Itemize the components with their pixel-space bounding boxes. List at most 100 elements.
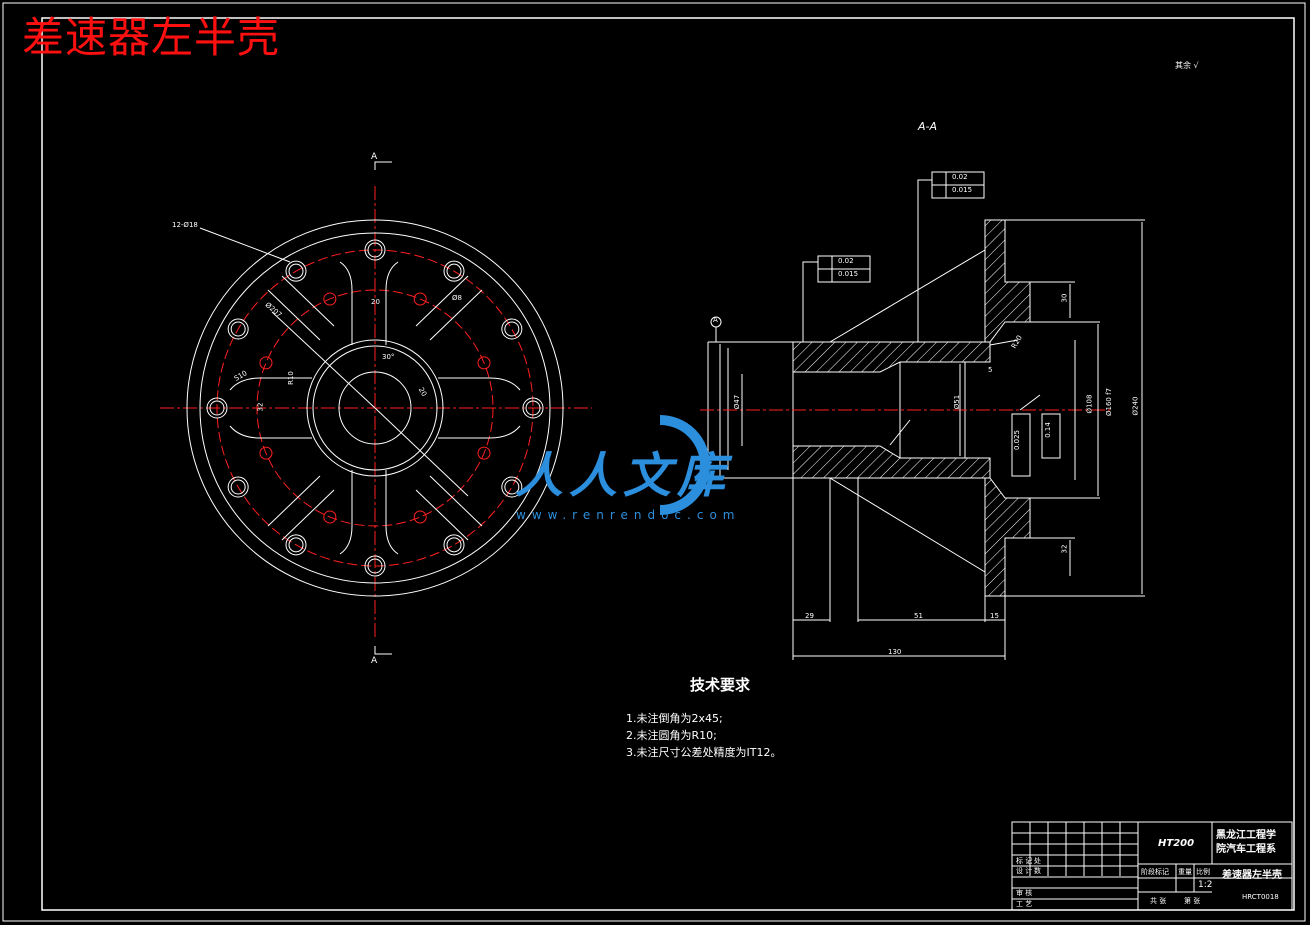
tb-c9: 第 张 [1184,897,1201,905]
tech-req-item: 2.未注圆角为R10; [626,729,717,742]
bolt-hole [367,558,383,574]
dim-a30: 30° [382,353,395,361]
watermark-url: www.renrendoc.com [516,508,741,522]
dim-w20: 20 [371,298,380,306]
small-hole [413,510,427,524]
dim-d51: Ø51 [953,394,962,410]
hub-outer [306,339,444,477]
dim-30: 30 [1060,293,1069,303]
tb-c3: 审 核 [1016,889,1033,897]
dim-r10: R10 [286,371,295,385]
bolt-hole [288,537,304,553]
section-view [700,171,1145,660]
small-hole [477,446,491,460]
tol-2: 0.015 [838,270,859,278]
dim-130: 130 [888,648,902,656]
tb-c8: 共 张 [1150,897,1167,905]
tech-req-list: 1.未注倒角为2x45; 2.未注圆角为R10; 3.未注尺寸公差处精度为IT1… [626,710,781,761]
small-hole [259,446,273,460]
tb-code: HRCT0018 [1242,893,1279,901]
bolt-hole [446,537,462,553]
tech-req-item: 3.未注尺寸公差处精度为IT12。 [626,746,782,759]
tb-c4: 工 艺 [1016,900,1033,908]
flange-inner-circle [199,232,551,584]
tol-4: 0.015 [952,186,973,194]
small-holes [259,292,491,524]
bolt-hole [501,476,523,498]
tech-req-title: 技术要求 [690,676,751,694]
inner-frame [41,17,1295,911]
small-hole [259,356,273,370]
bolt-hole [446,263,462,279]
tol-1: 0.02 [838,257,854,265]
tb-school2: 院汽车工程系 [1216,844,1276,855]
front-view [160,161,592,655]
tb-c11: 数 [1034,867,1041,875]
bolt-hole [227,476,249,498]
dim-d8: Ø8 [452,294,462,302]
tb-c5: 阶段标记 [1141,868,1169,876]
outer-flange-circle [186,219,564,597]
datum-label: A [713,316,718,324]
bolt-holes [206,239,544,577]
dim-d47: Ø47 [733,394,742,410]
small-hole [323,510,337,524]
small-hole [323,292,337,306]
hub-ring [312,345,438,471]
tb-part: 差速器左半壳 [1222,870,1282,881]
cut-mark-bottom: A [371,656,378,666]
dim-5: 5 [988,366,993,374]
bolt-hole [504,321,520,337]
dim-32: 32 [1060,544,1069,554]
tol-a: 0.025 [1013,429,1022,451]
bolt-hole [230,479,246,495]
small-hole [477,356,491,370]
watermark-text: 人人文库 [515,448,732,504]
cut-mark-top: A [371,152,378,162]
tb-c10: 处 [1034,857,1041,865]
dim-holes: 12-Ø18 [172,221,198,229]
bolt-hole [285,260,307,282]
dim-51: 51 [914,612,923,620]
bolt-pcd [216,249,534,567]
tb-c6: 重量 [1178,868,1192,876]
tol-b: 0.14 [1043,422,1052,438]
tb-c2: 设 计 [1016,867,1033,875]
bolt-hole [443,534,465,556]
bolt-hole [227,318,249,340]
dim-15: 15 [990,612,999,620]
dim-d240: Ø240 [1131,396,1140,416]
bolt-hole [206,397,228,419]
tb-material: HT200 [1158,838,1195,849]
drawing-title: 差速器左半壳 [22,13,281,62]
bolt-hole [285,534,307,556]
tb-c7: 比例 [1196,868,1210,876]
title-block [1011,821,1293,911]
bolt-hole [364,239,386,261]
tol-3: 0.02 [952,173,968,181]
tb-scale: 1:2 [1198,880,1213,890]
tech-req-item: 1.未注倒角为2x45; [626,712,723,725]
bolt-hole [364,555,386,577]
tb-school1: 黑龙江工程学 [1216,830,1276,841]
bolt-hole [288,263,304,279]
inner-pcd [256,289,494,527]
bolt-hole [504,479,520,495]
bolt-hole [443,260,465,282]
dim-d108: Ø108 [1085,394,1094,414]
dim-s32: 32 [256,402,265,412]
bolt-hole [525,400,541,416]
bolt-hole [501,318,523,340]
dim-d160: Ø160 f7 [1105,387,1114,417]
tb-c1: 标 记 [1016,857,1033,865]
hub-bore [338,371,412,445]
roughness-note: 其余 √ [1175,61,1199,70]
section-label: A-A [918,120,938,133]
small-hole [413,292,427,306]
bolt-hole [230,321,246,337]
bolt-hole [367,242,383,258]
bolt-hole [209,400,225,416]
dim-29: 29 [805,612,814,620]
